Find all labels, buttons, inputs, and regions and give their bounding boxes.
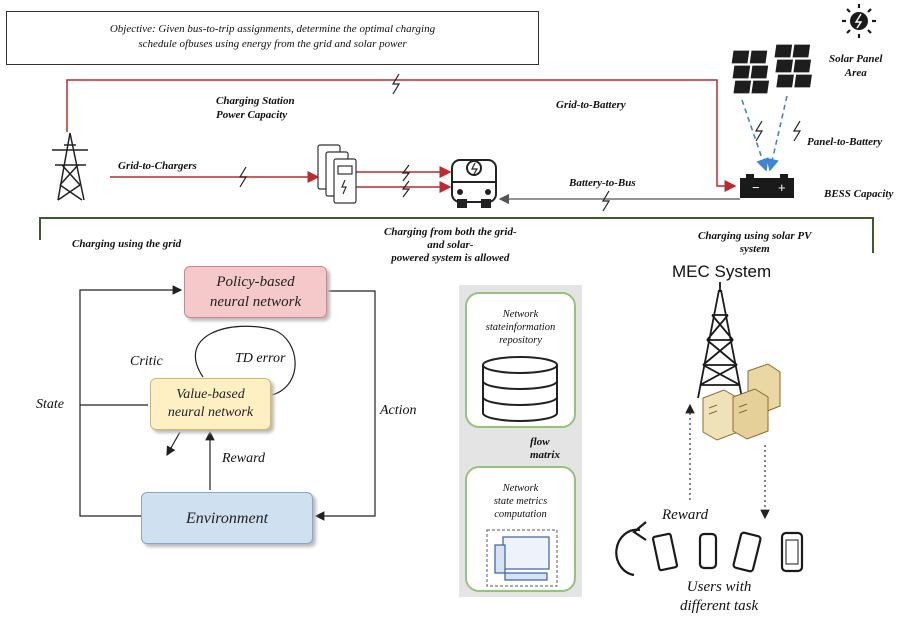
objective-box: Objective: Given bus-to-trip assignments… xyxy=(6,11,539,65)
battery-to-bus-label: Battery-to-Bus xyxy=(569,177,636,189)
section-solar-label: Charging using solar PV system xyxy=(698,230,811,256)
server-icon xyxy=(702,363,781,441)
repo-line-2: stateinformation xyxy=(485,322,556,333)
capacity-line-2: Power Capacity xyxy=(216,109,288,121)
capacity-line-1: Charging Station xyxy=(216,95,295,107)
charger-icon xyxy=(317,144,357,204)
grid-to-battery-label: Grid-to-Battery xyxy=(556,99,626,111)
value-line-1: Value-based xyxy=(176,387,245,402)
bus-icon xyxy=(451,159,497,208)
state-label: State xyxy=(36,397,64,412)
metrics-line-3: computation xyxy=(494,509,547,520)
metrics-line-1: Network xyxy=(502,483,539,494)
network-state-metrics-box: Network state metrics computation xyxy=(465,466,576,592)
bess-capacity-label: BESS Capacity xyxy=(824,188,894,200)
environment-node: Environment xyxy=(141,492,313,544)
flow-matrix-label: flow matrix xyxy=(530,436,560,462)
flow-line-2: matrix xyxy=(530,449,560,461)
users-label: Users with different task xyxy=(680,578,758,616)
objective-line-1: Objective: Given bus-to-trip assignments… xyxy=(109,23,436,35)
users-line-1: Users with xyxy=(686,579,752,595)
panel-to-battery-arrow-2 xyxy=(766,95,788,172)
section-bracket xyxy=(39,217,874,253)
section-solar-line-2: system xyxy=(739,243,770,255)
value-network-node: Value-based neural network xyxy=(150,378,271,430)
metrics-line-2: state metrics xyxy=(493,496,548,507)
svg-text:+: + xyxy=(778,180,786,195)
mec-reward-label: Reward xyxy=(662,507,709,523)
flow-line-1: flow xyxy=(530,436,550,448)
phone-icon xyxy=(615,521,804,577)
cell-tower-icon xyxy=(697,282,743,399)
solar-panel-icon xyxy=(730,43,814,95)
lightning-icon xyxy=(238,73,802,212)
panel-to-battery-arrow-1 xyxy=(741,99,769,172)
section-solar-line-1: Charging using solar PV xyxy=(698,230,812,242)
action-label: Action xyxy=(380,403,417,418)
objective-line-2: schedule ofbuses using energy from the g… xyxy=(138,38,407,50)
users-line-2: different task xyxy=(680,598,759,614)
rl-loop xyxy=(79,285,376,521)
section-both-line-2: and solar- xyxy=(427,239,474,251)
section-grid-label: Charging using the grid xyxy=(72,238,182,250)
value-line-2: neural network xyxy=(167,405,254,420)
section-both-line-3: powered system is allowed xyxy=(391,252,510,264)
td-error-label: TD error xyxy=(235,351,286,366)
transmission-tower-icon xyxy=(52,132,88,201)
solar-panel-area-line-2: Area xyxy=(844,67,867,79)
policy-line-1: Policy-based xyxy=(216,274,295,290)
critic-label: Critic xyxy=(130,354,163,369)
grid-to-chargers-label: Grid-to-Chargers xyxy=(118,160,197,172)
mec-system-title: MEC System xyxy=(672,262,772,281)
sun-icon xyxy=(842,4,876,38)
svg-text:−: − xyxy=(752,180,760,195)
repo-line-3: repository xyxy=(499,335,542,346)
policy-line-2: neural network xyxy=(209,294,302,310)
reward-label: Reward xyxy=(222,451,266,466)
repo-line-1: Network xyxy=(502,309,539,320)
section-both-line-1: Charging from both the grid- xyxy=(384,226,517,238)
charging-station-capacity-label: Charging Station Power Capacity xyxy=(216,94,295,122)
policy-network-node: Policy-based neural network xyxy=(184,266,327,318)
grid-to-battery-line xyxy=(66,79,737,192)
panel-to-battery-label: Panel-to-Battery xyxy=(807,136,883,148)
solar-panel-area-line-1: Solar Panel xyxy=(829,53,883,65)
battery-icon: − + xyxy=(740,174,794,198)
solar-panel-area-label: Solar Panel Area xyxy=(829,52,882,80)
network-state-repository-box: Network stateinformation repository xyxy=(465,292,576,428)
section-both-label: Charging from both the grid- and solar- … xyxy=(384,226,517,265)
